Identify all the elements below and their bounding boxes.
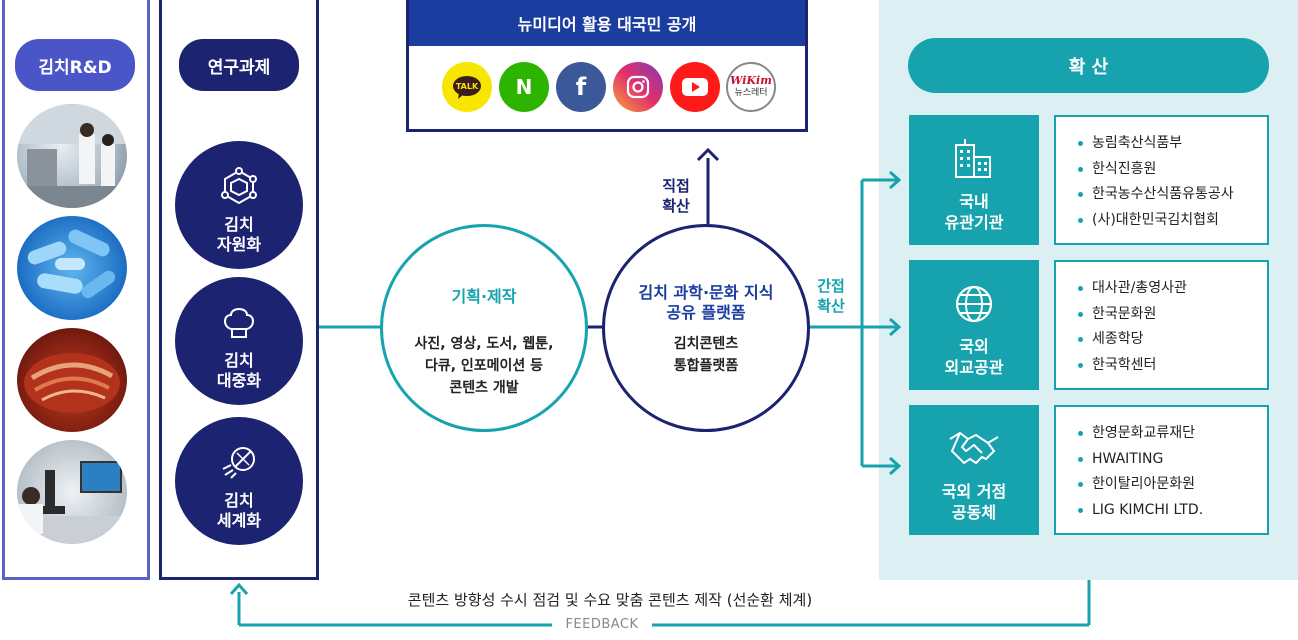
list-item: 농림축산식품부 [1076, 131, 1267, 157]
facebook-label: f [575, 73, 587, 101]
org-community-line1: 국외 거점 [941, 482, 1007, 501]
org-community-line2: 공동체 [951, 503, 997, 522]
topic-globalization-line1: 김치 [224, 491, 254, 510]
planning-desc-line1: 사진, 영상, 도서, 웹툰, [414, 336, 554, 352]
handshake-icon [949, 431, 999, 465]
planning-circle: 기획·제작 사진, 영상, 도서, 웹툰, 다큐, 인포메이션 등 콘텐츠 개발 [380, 224, 588, 432]
platform-title-line1: 김치 과학·문화 지식 [638, 283, 774, 302]
direct-spread-label: 직접 확산 [648, 176, 704, 216]
feedback-label: FEEDBACK [565, 617, 639, 632]
svg-text:TALK: TALK [456, 82, 479, 91]
indirect-spread-line1: 간접 [817, 277, 845, 295]
new-media-box: 뉴미디어 활용 대국민 공개 TALK N f WiKim 뉴스레터 [406, 0, 808, 132]
naver-label: N [515, 75, 533, 99]
lab-researchers-photo [17, 104, 127, 208]
list-item: 한국문화원 [1076, 302, 1267, 328]
newsletter-label: 뉴스레터 [734, 88, 768, 98]
planning-desc-line3: 콘텐츠 개발 [449, 380, 519, 396]
planning-desc-line2: 다큐, 인포메이션 등 [424, 358, 544, 374]
feedback-caption: 콘텐츠 방향성 수시 점검 및 수요 맞춤 콘텐츠 제작 (선순환 체계) [407, 591, 813, 609]
platform-desc-line1: 김치콘텐츠 [673, 336, 739, 352]
platform-title-line2: 공유 플랫폼 [666, 303, 746, 322]
list-item: 한국농수산식품유통공사 [1076, 182, 1267, 208]
globe-icon [955, 285, 993, 323]
naver-icon[interactable]: N [499, 62, 549, 112]
topic-popularization-line1: 김치 [224, 351, 254, 370]
list-item: 세종학당 [1076, 327, 1267, 353]
topic-resource-line2: 자원화 [216, 235, 262, 254]
bacteria-microscopy-photo [17, 216, 127, 320]
list-item: 대사관/총영사관 [1076, 276, 1267, 302]
kimchi-rd-title: 김치R&D [15, 39, 135, 91]
direct-spread-line1: 직접 [662, 177, 690, 195]
chef-hat-icon [224, 308, 254, 338]
molecule-icon [221, 167, 257, 205]
kakaotalk-icon[interactable]: TALK [442, 62, 492, 112]
globe-rocket-icon [222, 447, 255, 479]
facebook-icon[interactable]: f [556, 62, 606, 112]
list-item: 한영문화교류재단 [1076, 421, 1267, 447]
research-topics-title: 연구과제 [179, 39, 299, 91]
kimchi-photo [17, 328, 127, 432]
youtube-icon[interactable] [670, 62, 720, 112]
list-item: LIG KIMCHI LTD. [1076, 498, 1267, 524]
indirect-spread-label: 간접 확산 [803, 276, 859, 316]
direct-spread-line2: 확산 [662, 197, 690, 215]
new-media-title: 뉴미디어 활용 대국민 공개 [409, 0, 805, 46]
platform-desc-line2: 통합플랫폼 [673, 358, 739, 374]
list-item: 한식진흥원 [1076, 157, 1267, 183]
list-item: 한이탈리아문화원 [1076, 472, 1267, 498]
topic-popularization-line2: 대중화 [216, 371, 262, 390]
building-icon [955, 139, 991, 178]
wikim-newsletter-icon[interactable]: WiKim 뉴스레터 [726, 62, 776, 112]
list-item: 한국학센터 [1076, 353, 1267, 379]
org-diplomatic-list: 대사관/총영사관 한국문화원 세종학당 한국학센터 [1054, 260, 1269, 390]
instagram-icon[interactable] [613, 62, 663, 112]
topic-globalization-line2: 세계화 [216, 511, 262, 530]
list-item: (사)대한민국김치협회 [1076, 208, 1267, 234]
org-domestic-line1: 국내 [959, 192, 989, 211]
planning-title: 기획·제작 [451, 287, 517, 306]
org-domestic-list: 농림축산식품부 한식진흥원 한국농수산식품유통공사 (사)대한민국김치협회 [1054, 115, 1269, 245]
kimchi-rd-column: 김치R&D [2, 0, 150, 580]
wikim-logo-text: WiKim [730, 74, 772, 87]
org-community-list: 한영문화교류재단 HWAITING 한이탈리아문화원 LIG KIMCHI LT… [1054, 405, 1269, 535]
org-domestic-line2: 유관기관 [944, 213, 1004, 232]
topic-resource-line1: 김치 [224, 215, 254, 234]
indirect-spread-line2: 확산 [817, 297, 845, 315]
list-item: HWAITING [1076, 447, 1267, 473]
platform-circle: 김치 과학·문화 지식 공유 플랫폼 김치콘텐츠 통합플랫폼 [602, 224, 810, 432]
org-diplomatic-line2: 외교공관 [944, 358, 1004, 377]
org-diplomatic-line1: 국외 [959, 337, 989, 356]
microscope-researcher-photo [17, 440, 127, 544]
spread-title: 확 산 [908, 38, 1269, 93]
